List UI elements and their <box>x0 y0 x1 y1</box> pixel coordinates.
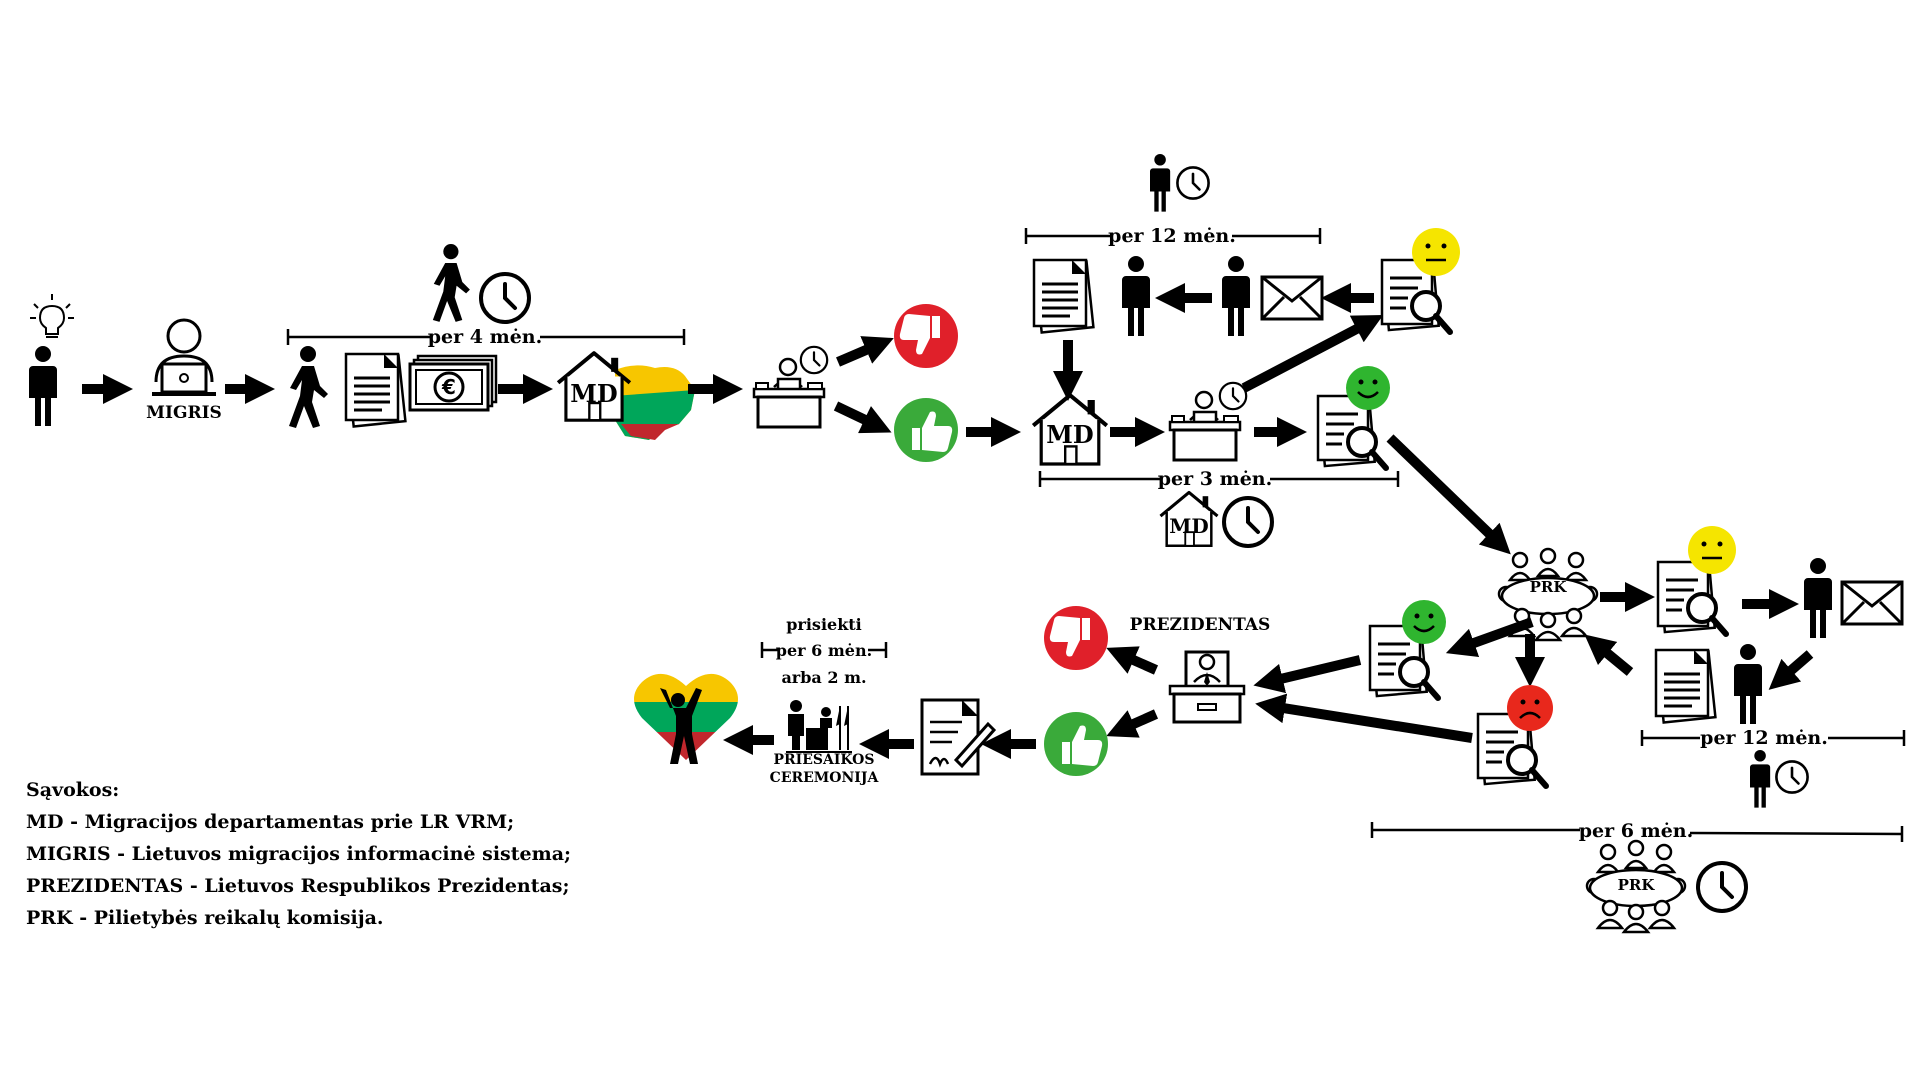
svg-text:MD: MD <box>1046 420 1093 449</box>
person-icon <box>1122 256 1150 336</box>
svg-text:€: € <box>441 375 456 399</box>
happy-face-icon <box>1346 366 1390 410</box>
prezidentas-label: PREZIDENTAS <box>1130 615 1271 635</box>
clock-icon <box>1775 760 1809 794</box>
thumbs-up-icon <box>894 398 958 462</box>
per-4-men-label: per 4 mėn. <box>428 326 542 348</box>
priesaikos-label: PRIESAIKOS <box>773 752 874 768</box>
house-icon: MD <box>1158 490 1220 548</box>
clock-icon <box>1222 496 1274 548</box>
lightbulb-icon <box>30 294 74 338</box>
neutral-face-icon <box>1412 228 1460 276</box>
md-lithuania-icon: MD <box>556 351 695 440</box>
person-icon <box>1734 644 1762 724</box>
clock-icon <box>479 272 531 324</box>
documents-icon <box>1032 258 1095 335</box>
flow-arrow <box>1445 617 1534 658</box>
happy-face-icon <box>1402 600 1446 644</box>
oath-ceremony-icon <box>786 700 852 753</box>
president-desk-icon <box>1168 650 1246 724</box>
documents-icon <box>1654 648 1717 725</box>
glossary: Sąvokos: MD - Migracijos departamentas p… <box>26 774 571 934</box>
period-span-3-months <box>1038 471 1400 487</box>
ceremonija-label: CEREMONIJA <box>770 770 880 786</box>
laptop-user-icon <box>152 318 216 396</box>
svg-text:MD: MD <box>570 379 617 408</box>
clock-icon <box>1176 166 1210 200</box>
clock-icon <box>1218 381 1248 411</box>
document-review-icon <box>1382 228 1460 332</box>
flow-arrow <box>1241 315 1384 393</box>
flow-arrow <box>833 401 892 434</box>
glossary-item-prk: PRK - Pilietybės reikalų komisija. <box>26 907 384 929</box>
flow-arrow <box>836 336 894 367</box>
thumbs-down-icon <box>894 304 958 368</box>
flow-arrow <box>1253 655 1362 694</box>
per-12-men-label-top: per 12 mėn. <box>1108 225 1236 247</box>
flow-arrow <box>1386 434 1511 555</box>
flow-arrow <box>1106 709 1159 738</box>
flow-arrow <box>1768 650 1814 690</box>
flow-arrow <box>1255 693 1473 743</box>
period-span-12-months-top <box>1024 228 1322 244</box>
clock-icon <box>1696 861 1748 913</box>
walking-person-icon <box>432 244 470 322</box>
glossary-item-md: MD - Migracijos departamentas prie LR VR… <box>26 811 515 833</box>
document-signing-icon <box>920 698 997 776</box>
glossary-title: Sąvokos: <box>26 779 120 801</box>
person-icon <box>1222 256 1250 336</box>
prk-label: PRK <box>1530 578 1568 596</box>
per-12-men-label-bottom: per 12 mėn. <box>1700 727 1828 749</box>
sad-face-icon <box>1507 685 1553 731</box>
per-6-men-oath-label: per 6 mėn. <box>776 641 872 660</box>
document-review-icon <box>1658 526 1736 634</box>
documents-icon <box>344 352 407 429</box>
flow-arrow <box>1106 646 1159 675</box>
document-review-icon <box>1370 600 1446 698</box>
prisiekti-label: prisiekti <box>786 615 862 634</box>
person-icon <box>1150 154 1171 212</box>
walking-person-icon <box>289 346 328 428</box>
envelope-icon <box>1260 275 1324 321</box>
svg-text:MD: MD <box>1169 514 1208 538</box>
clock-icon <box>799 345 829 375</box>
glossary-item-migris: MIGRIS - Lietuvos migracijos informacinė… <box>26 843 572 865</box>
euro-money-icon: € <box>408 354 498 412</box>
document-review-icon <box>1318 366 1390 468</box>
person-icon <box>29 346 57 426</box>
envelope-icon <box>1840 580 1904 626</box>
period-span-4-months <box>286 329 686 345</box>
glossary-item-prezidentas: PREZIDENTAS - Lietuvos Respublikos Prezi… <box>26 875 570 897</box>
prk-label: PRK <box>1618 876 1656 894</box>
period-span-12-months-bottom <box>1640 730 1906 746</box>
thumbs-down-icon <box>1044 606 1108 670</box>
document-review-icon <box>1478 685 1553 786</box>
house-icon: MD <box>1033 395 1107 464</box>
arba-2-m-label: arba 2 m. <box>781 668 866 687</box>
neutral-face-icon <box>1688 526 1736 574</box>
period-span-6-months <box>1370 822 1904 842</box>
thumbs-up-icon <box>1044 712 1108 776</box>
person-icon <box>1804 558 1832 638</box>
period-span-oath <box>760 642 888 658</box>
lithuanian-flag-heart-icon <box>634 673 738 764</box>
person-icon <box>1750 750 1771 808</box>
flow-arrow <box>1584 634 1634 676</box>
per-6-men-label: per 6 mėn. <box>1579 820 1693 842</box>
migris-label: MIGRIS <box>146 403 222 423</box>
per-3-men-label: per 3 mėn. <box>1158 468 1272 490</box>
